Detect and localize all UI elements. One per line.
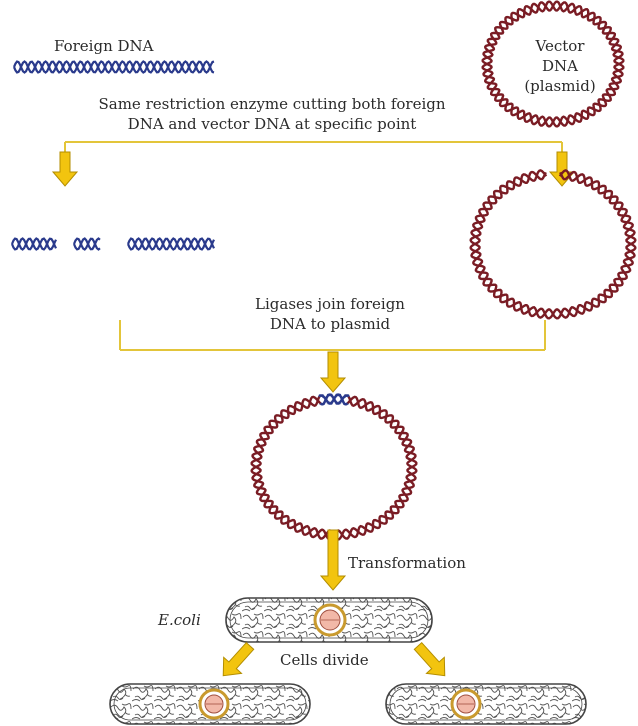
ligase-caption: Ligases join foreign DNA to plasmid — [230, 294, 430, 334]
ecoli-label: E.coli — [158, 611, 201, 629]
vector-dna-label: Vector DNA (plasmid) — [520, 36, 600, 96]
cut-plasmid-ring — [469, 169, 637, 320]
restriction-caption-line1: Same restriction enzyme cutting both for… — [98, 95, 446, 113]
arrow-down-left-icon — [222, 641, 255, 677]
restriction-bracket — [64, 141, 563, 156]
restriction-caption: Same restriction enzyme cutting both for… — [52, 94, 492, 134]
foreign-dna-label: Foreign DNA — [54, 37, 154, 55]
daughter-cell-left — [109, 683, 311, 725]
foreign-dna-helix — [12, 60, 215, 74]
ecoli-cell — [225, 597, 433, 643]
ligase-bracket — [119, 320, 546, 351]
arrow-down-icon — [51, 151, 79, 187]
ligase-caption-line1: Ligases join foreign — [255, 295, 405, 313]
arrow-down-icon — [319, 351, 347, 393]
vector-plasmid-ring — [481, 0, 625, 128]
recombinant-plasmid-ring — [250, 393, 418, 541]
restriction-caption-line2: DNA and vector DNA at specific point — [127, 115, 417, 133]
arrow-down-icon — [319, 529, 347, 591]
daughter-cell-right — [385, 683, 587, 725]
cells-divide-label: Cells divide — [280, 651, 369, 669]
cut-foreign-dna-fragments — [10, 237, 215, 251]
vector-label-line3: (plasmid) — [524, 77, 596, 95]
vector-label-line1: Vector — [535, 37, 585, 55]
ligase-caption-line2: DNA to plasmid — [269, 315, 391, 333]
vector-label-line2: DNA — [542, 57, 578, 75]
arrow-down-right-icon — [413, 641, 446, 677]
transformation-label: Transformation — [348, 554, 466, 572]
